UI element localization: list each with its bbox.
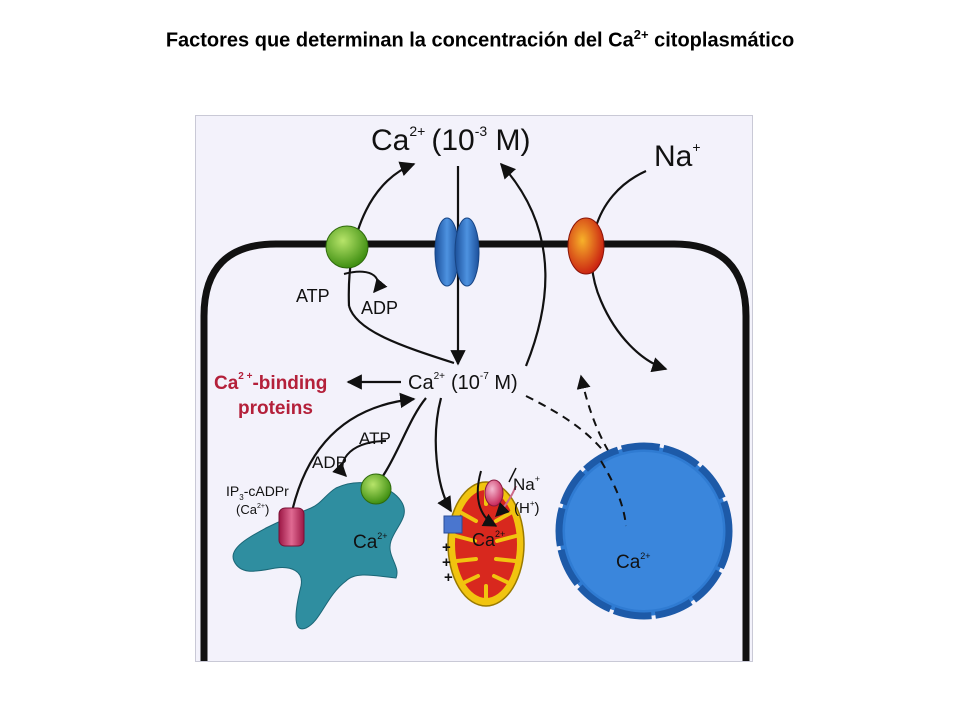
binding-proteins-label: Ca2 +-binding	[214, 371, 327, 394]
ip3-receptor	[278, 507, 305, 547]
atp-adp-er-arrow	[332, 440, 387, 477]
pmca-cyto-arrow	[347, 305, 455, 365]
endoplasmic-reticulum	[232, 482, 405, 630]
ncx-influx-arrow	[590, 169, 668, 373]
mito-ca-arrow	[476, 470, 498, 527]
extracellular-calcium-label: Ca2+(10-3 M)	[371, 123, 530, 157]
ncx-exchanger	[567, 217, 605, 275]
mito-na-slash	[508, 467, 517, 483]
sodium-label: Na+	[654, 139, 701, 173]
ip3-release-arrow	[289, 392, 416, 517]
mito-calcium-label: Ca2+	[472, 529, 505, 550]
diagram-panel: Ca2+(10-3 M) Na+ ATP ADP Ca2+(10-7 M) Ca…	[195, 115, 753, 662]
calcium-channel	[434, 217, 480, 287]
plus-sign-2: +	[442, 554, 451, 571]
ncx-efflux-arrow	[499, 162, 547, 367]
calcium-homeostasis-diagram: Ca2+(10-3 M) Na+ ATP ADP Ca2+(10-7 M) Ca…	[200, 123, 750, 661]
atp-er-label: ATP	[359, 429, 391, 448]
er-calcium-label: Ca2+	[353, 531, 388, 553]
binding-proteins-label-line2: proteins	[238, 398, 313, 419]
mito-sodium-label: Na+	[513, 474, 540, 494]
mitochondrial-na-exchanger	[484, 479, 504, 507]
mitochondrial-uniporter	[443, 515, 463, 534]
adp-top-label: ADP	[361, 298, 398, 318]
nucleus	[555, 442, 733, 620]
ip3-cadpr-label: IP3-cADPr	[226, 483, 289, 502]
pmca-efflux-arrow	[347, 161, 416, 307]
plus-sign-1: +	[442, 539, 451, 556]
serca-pump	[360, 473, 392, 505]
page-title: Factores que determinan la concentración…	[165, 27, 795, 52]
nucleus-calcium-label: Ca2+	[616, 551, 651, 573]
mito-na-arrow	[495, 485, 517, 517]
mitochondria-uptake-arrow	[434, 397, 452, 513]
mito-proton-label: (H+)	[514, 499, 540, 517]
plus-sign-3: +	[444, 569, 453, 586]
cytoplasmic-calcium-label: Ca2+(10-7 M)	[408, 371, 518, 394]
adp-er-label: ADP	[312, 453, 347, 472]
pmca-pump	[325, 225, 369, 269]
nucleus-dashed-arrow-inner	[600, 460, 627, 527]
atp-top-label: ATP	[296, 286, 330, 306]
atp-adp-top-arrow	[343, 270, 388, 294]
ip3-calcium-label: (Ca2+)	[236, 502, 269, 517]
